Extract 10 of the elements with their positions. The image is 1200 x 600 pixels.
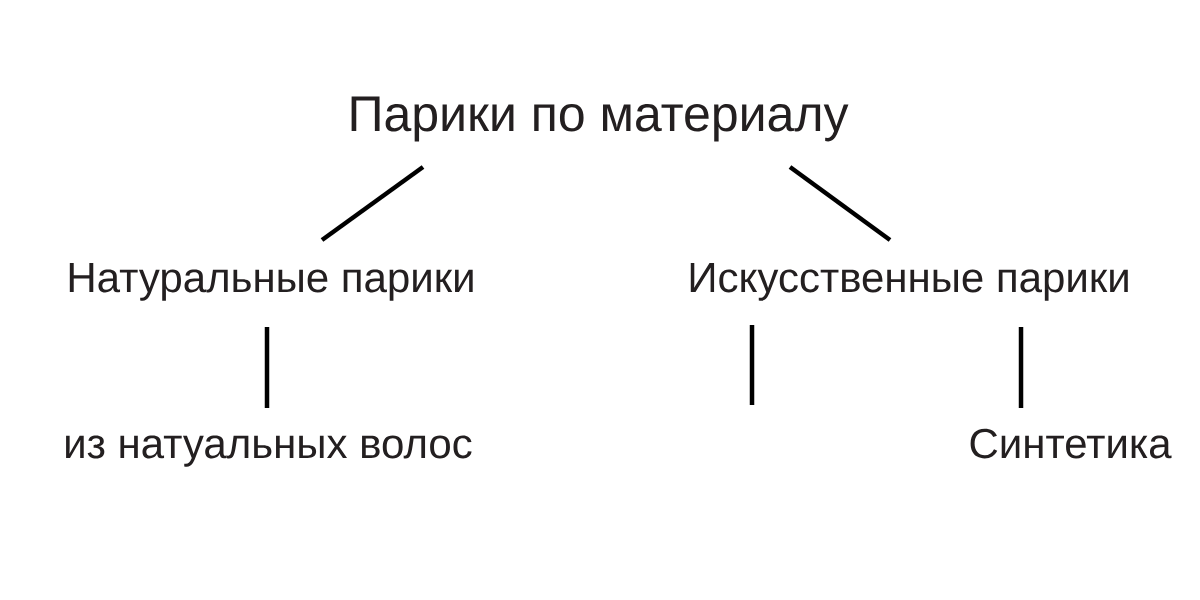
- category-label: Парики по материалу: [351, 96, 849, 142]
- connector-line: [1018, 327, 1024, 408]
- category-label: Искусственные парики: [690, 263, 1128, 301]
- connector-line: [320, 165, 425, 242]
- connector-line: [749, 325, 755, 405]
- category-label: из натуальных волос: [66, 435, 472, 467]
- connector-line: [264, 327, 270, 408]
- category-label: Натуральные парики: [69, 263, 473, 301]
- connector-line: [788, 165, 892, 242]
- category-label: Синтетика: [970, 428, 1172, 459]
